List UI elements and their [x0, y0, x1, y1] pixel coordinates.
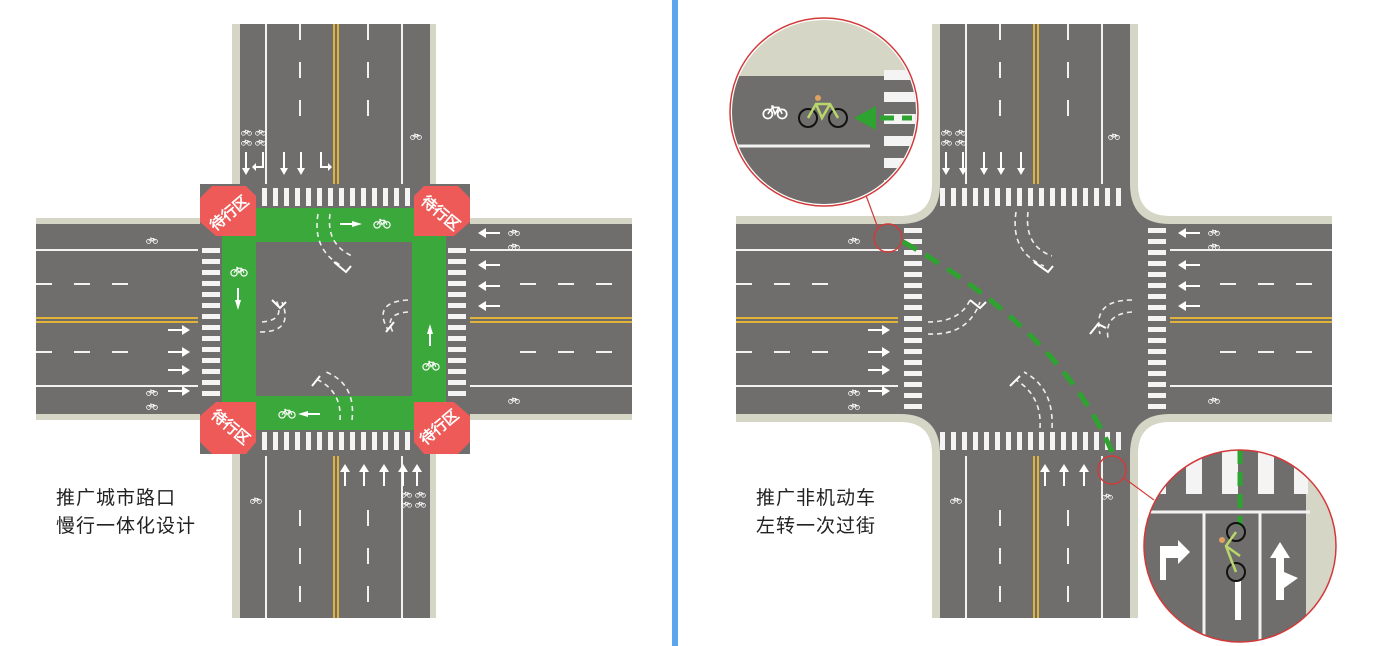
green-ring-arrows — [235, 221, 433, 417]
north-lane-arrows — [242, 152, 332, 175]
crosswalk-east — [1148, 228, 1166, 409]
zoom-marker-south — [1097, 455, 1127, 485]
crosswalk-west — [202, 248, 220, 396]
east-lane-arrows — [478, 228, 500, 311]
crosswalk-north — [940, 188, 1121, 206]
west-lane-arrows — [168, 325, 190, 396]
left-caption-line2: 慢行一体化设计 — [56, 515, 197, 537]
left-caption: 推广城市路口 慢行一体化设计 — [56, 484, 196, 540]
right-caption-line1: 推广非机动车 — [756, 487, 877, 509]
crosswalk-west — [904, 228, 922, 409]
zoom-detail-west — [729, 17, 919, 207]
right-caption: 推广非机动车 左转一次过街 — [756, 484, 876, 540]
waiting-zone-se: 待行区 — [414, 402, 470, 454]
left-intersection: 待行区 待行区 待行区 待行区 — [36, 24, 632, 618]
crosswalk-south — [262, 432, 410, 450]
crosswalk-north — [262, 188, 410, 206]
crosswalk-east — [448, 248, 466, 396]
zoom-marker-west — [873, 223, 903, 253]
left-caption-line1: 推广城市路口 — [56, 487, 177, 509]
waiting-zone-sw: 待行区 — [200, 402, 256, 454]
waiting-zone-nw: 待行区 — [200, 186, 256, 236]
left-turn-bike-path — [898, 237, 1115, 453]
bicycle-icon — [798, 95, 848, 128]
zoom-detail-south — [1143, 449, 1337, 643]
south-lane-arrows — [340, 464, 422, 486]
right-caption-line2: 左转一次过街 — [756, 515, 877, 537]
panel-divider — [672, 0, 678, 646]
bicycle-icon — [1219, 522, 1246, 582]
right-intersection — [729, 17, 1337, 643]
waiting-zone-ne: 待行区 — [414, 186, 470, 236]
